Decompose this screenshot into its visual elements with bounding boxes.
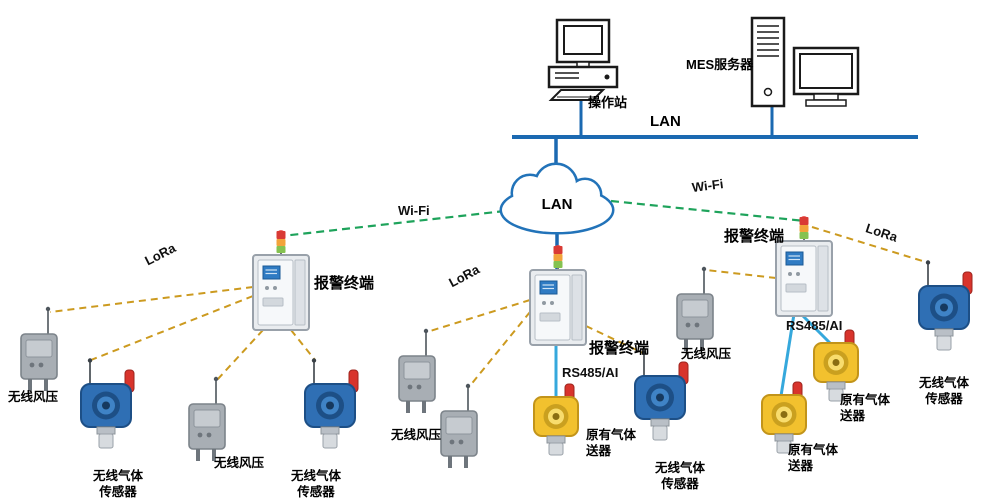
lora-t2-pressure3 (426, 299, 531, 333)
alarm-terminal-3-label: 报警终端 (724, 228, 785, 245)
lora-t3-pressure4 (705, 269, 777, 279)
lora-t1-pressure2 (216, 329, 264, 381)
lora-t2-pressure3b (468, 311, 531, 388)
wifi-link-left (281, 209, 506, 238)
lora-t1-pressure1 (49, 286, 254, 313)
wifi-links (281, 199, 806, 238)
gas-sensor-2-label: 无线气体 传感器 (290, 469, 341, 499)
pressure-sensor-3b (440, 382, 478, 469)
cloud-lan-label: LAN (541, 196, 573, 213)
gas-sensor-4-label: 无线气体 传感器 (918, 376, 969, 406)
lan-bus-label: LAN (650, 113, 681, 130)
legacy-transmitter-2-label: 原有气体 送器 (788, 443, 839, 473)
pressure-sensor-4-label: 无线风压 (681, 347, 732, 361)
rs485-line-terminal3-left (779, 313, 796, 397)
pressure-sensor-4 (676, 265, 714, 352)
pressure-sensor-2 (188, 375, 226, 462)
lan-cloud (499, 162, 615, 235)
gas-sensor-1 (80, 357, 135, 449)
pressure-sensor-3 (398, 327, 436, 414)
mes-server-machine (750, 16, 860, 108)
legacy-transmitter-1-label: 原有气体 送器 (586, 428, 637, 458)
rs485-lines (554, 312, 835, 400)
alarm-terminal-1 (252, 229, 310, 331)
rs485-right-label: RS485/AI (786, 318, 843, 333)
wifi-link-right (610, 199, 806, 223)
alarm-terminal-1-label: 报警终端 (314, 275, 375, 292)
lora-t1-gas1 (90, 295, 254, 361)
gas-sensor-2 (304, 357, 359, 449)
lora-links (49, 226, 930, 388)
gas-sensor-3 (634, 349, 689, 441)
gas-sensor-1-label: 无线气体 传感器 (92, 469, 143, 499)
pressure-sensor-1-label: 无线风压 (8, 390, 59, 404)
gas-sensor-4 (918, 259, 973, 351)
rs485-center-label: RS485/AI (562, 365, 619, 380)
rs485-line-terminal3-right (799, 312, 835, 348)
gas-sensor-3-label: 无线气体 传感器 (654, 461, 705, 491)
legacy-transmitter-3-label: 原有气体 送器 (840, 393, 891, 423)
lora-t1-gas2 (290, 329, 316, 361)
alarm-terminal-2-label: 报警终端 (589, 340, 650, 357)
lora-t2-gas3 (585, 325, 646, 355)
legacy-transmitter-3 (813, 329, 859, 402)
operation-station-computer (547, 18, 619, 102)
pressure-sensor-3-label: 无线风压 (391, 428, 442, 442)
lora-t3-gas4 (811, 226, 930, 264)
pressure-sensor-1 (20, 305, 58, 392)
pressure-sensor-2-label: 无线风压 (214, 456, 265, 470)
operation-station-label: 操作站 (588, 95, 628, 110)
mes-server-label: MES服务器 (686, 57, 754, 72)
wifi-left-label: Wi-Fi (398, 203, 430, 218)
alarm-terminal-2 (529, 244, 587, 346)
